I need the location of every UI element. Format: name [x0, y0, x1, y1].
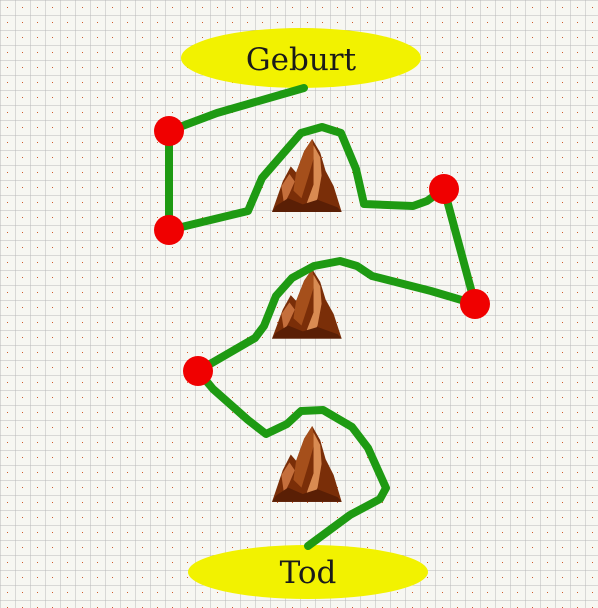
- waypoint-icon: [154, 215, 184, 245]
- waypoint-icon: [154, 116, 184, 146]
- end-label: Tod: [280, 555, 337, 591]
- start-label: Geburt: [246, 42, 357, 78]
- waypoint-icon: [460, 289, 490, 319]
- waypoint-icon: [429, 174, 459, 204]
- waypoint-icon: [183, 356, 213, 386]
- life-path: [165, 84, 479, 550]
- start-ellipse: [181, 28, 421, 88]
- end-ellipse: [188, 545, 428, 599]
